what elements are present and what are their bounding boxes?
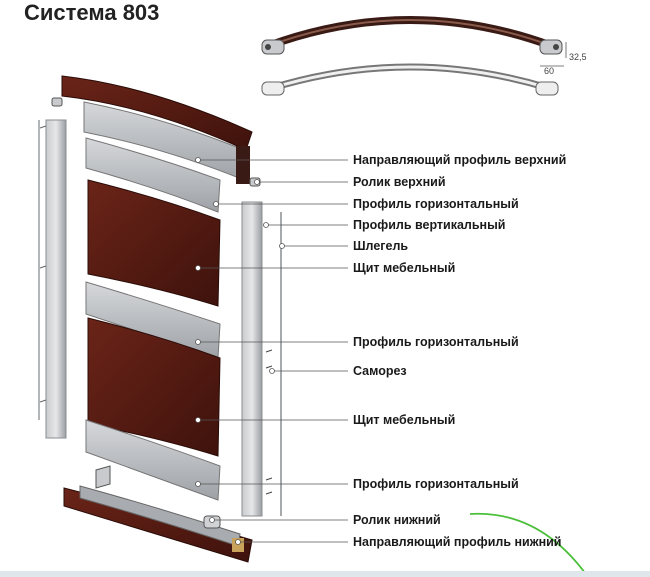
label-brush-seal: Шлегель xyxy=(353,239,409,253)
right-vertical-profile xyxy=(241,201,282,517)
furniture-panel-2 xyxy=(87,317,221,457)
page-title: Система 803 xyxy=(24,0,160,25)
furniture-panel-1 xyxy=(87,179,221,307)
dimension-height: 32,5 xyxy=(569,52,587,62)
label-furniture-panel-1: Щит мебельный xyxy=(353,261,456,275)
horizontal-profile-1 xyxy=(85,137,221,213)
label-bottom-guide-profile: Направляющий профиль нижний xyxy=(353,535,562,549)
accent-arc xyxy=(469,512,589,577)
label-top-roller: Ролик верхний xyxy=(353,175,446,189)
label-screw: Саморез xyxy=(353,364,407,378)
label-bottom-roller: Ролик нижний xyxy=(353,513,441,527)
leader-lines xyxy=(195,157,348,545)
bottom-guide-profile xyxy=(63,465,253,563)
label-top-guide-profile: Направляющий профиль верхний xyxy=(353,153,567,167)
label-horizontal-profile-3: Профиль горизонтальный xyxy=(353,477,519,491)
dimension-width: 60 xyxy=(544,66,555,76)
horizontal-profile-3 xyxy=(85,419,221,501)
bottom-strip xyxy=(0,571,650,577)
label-horizontal-profile-1: Профиль горизонтальный xyxy=(353,197,519,211)
label-furniture-panel-2: Щит мебельный xyxy=(353,413,456,427)
top-screw-left xyxy=(51,97,63,107)
rail-detail-bottom xyxy=(261,63,559,96)
label-vertical-profile: Профиль вертикальный xyxy=(353,218,506,232)
label-horizontal-profile-2: Профиль горизонтальный xyxy=(353,335,519,349)
left-vertical-profile xyxy=(38,119,67,439)
top-guide-profile xyxy=(61,75,253,184)
rail-detail-top xyxy=(261,16,567,67)
